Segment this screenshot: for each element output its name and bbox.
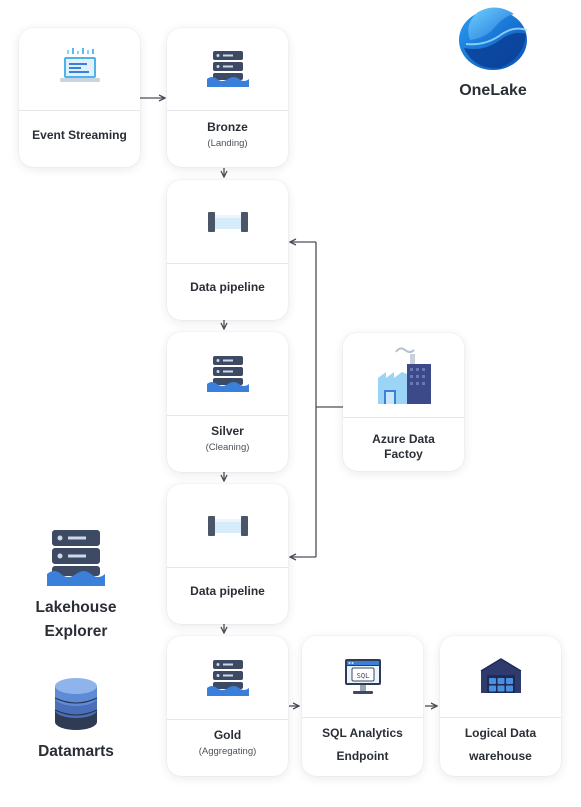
azure-data-factory-card[interactable]: Azure Data Factoy <box>343 333 464 471</box>
server-lake-icon <box>206 51 249 87</box>
warehouse-icon <box>480 657 521 693</box>
bronze-card[interactable]: Bronze (Landing) <box>167 28 288 167</box>
data-pipeline-bottom-card[interactable]: Data pipeline <box>167 484 288 624</box>
pipe-icon <box>207 515 248 536</box>
bronze-label: Bronze <box>207 120 248 134</box>
server-lake-icon <box>206 659 249 696</box>
data-pipeline-top-label: Data pipeline <box>190 280 265 294</box>
logical-data-warehouse-card[interactable]: Logical Data warehouse <box>440 636 561 776</box>
silver-label: Silver <box>211 424 244 438</box>
logical-data-warehouse-label-2: warehouse <box>469 749 532 763</box>
gold-sub: (Aggregating) <box>198 746 257 757</box>
gold-card[interactable]: Gold (Aggregating) <box>167 636 288 776</box>
onelake-logo-icon <box>459 7 528 70</box>
pipe-icon <box>207 211 248 232</box>
lakehouse-explorer-line1: Lakehouse <box>35 599 117 616</box>
datamarts-label: Datamarts <box>38 743 114 760</box>
sql-screen-text: SQL <box>356 672 369 680</box>
azure-data-factory-label-2: Factoy <box>384 447 423 461</box>
sql-analytics-endpoint-card[interactable]: SQL SQL Analytics Endpoint <box>302 636 423 776</box>
lakehouse-explorer-label: Lakehouse Explorer <box>16 596 136 644</box>
event-streaming-card[interactable]: Event Streaming <box>19 28 140 167</box>
sql-analytics-label-1: SQL Analytics <box>322 726 403 740</box>
factory-icon <box>377 347 431 404</box>
silver-card[interactable]: Silver (Cleaning) <box>167 332 288 472</box>
data-pipeline-top-card[interactable]: Data pipeline <box>167 180 288 320</box>
azure-data-factory-label-1: Azure Data <box>372 432 435 446</box>
onelake-title: OneLake <box>459 82 527 99</box>
event-streaming-label: Event Streaming <box>32 128 127 142</box>
server-lake-icon <box>206 355 249 392</box>
lakehouse-explorer-line2: Explorer <box>44 623 108 640</box>
silver-sub: (Cleaning) <box>205 442 250 453</box>
monitor-streaming-icon <box>59 48 100 82</box>
database-icon <box>54 678 98 730</box>
logical-data-warehouse-label-1: Logical Data <box>464 726 537 740</box>
sql-monitor-icon: SQL <box>344 658 381 694</box>
server-lake-icon <box>47 530 105 586</box>
bronze-sub: (Landing) <box>207 138 248 149</box>
gold-label: Gold <box>213 728 242 742</box>
data-pipeline-bottom-label: Data pipeline <box>190 584 265 598</box>
sql-analytics-label-2: Endpoint <box>336 749 389 763</box>
